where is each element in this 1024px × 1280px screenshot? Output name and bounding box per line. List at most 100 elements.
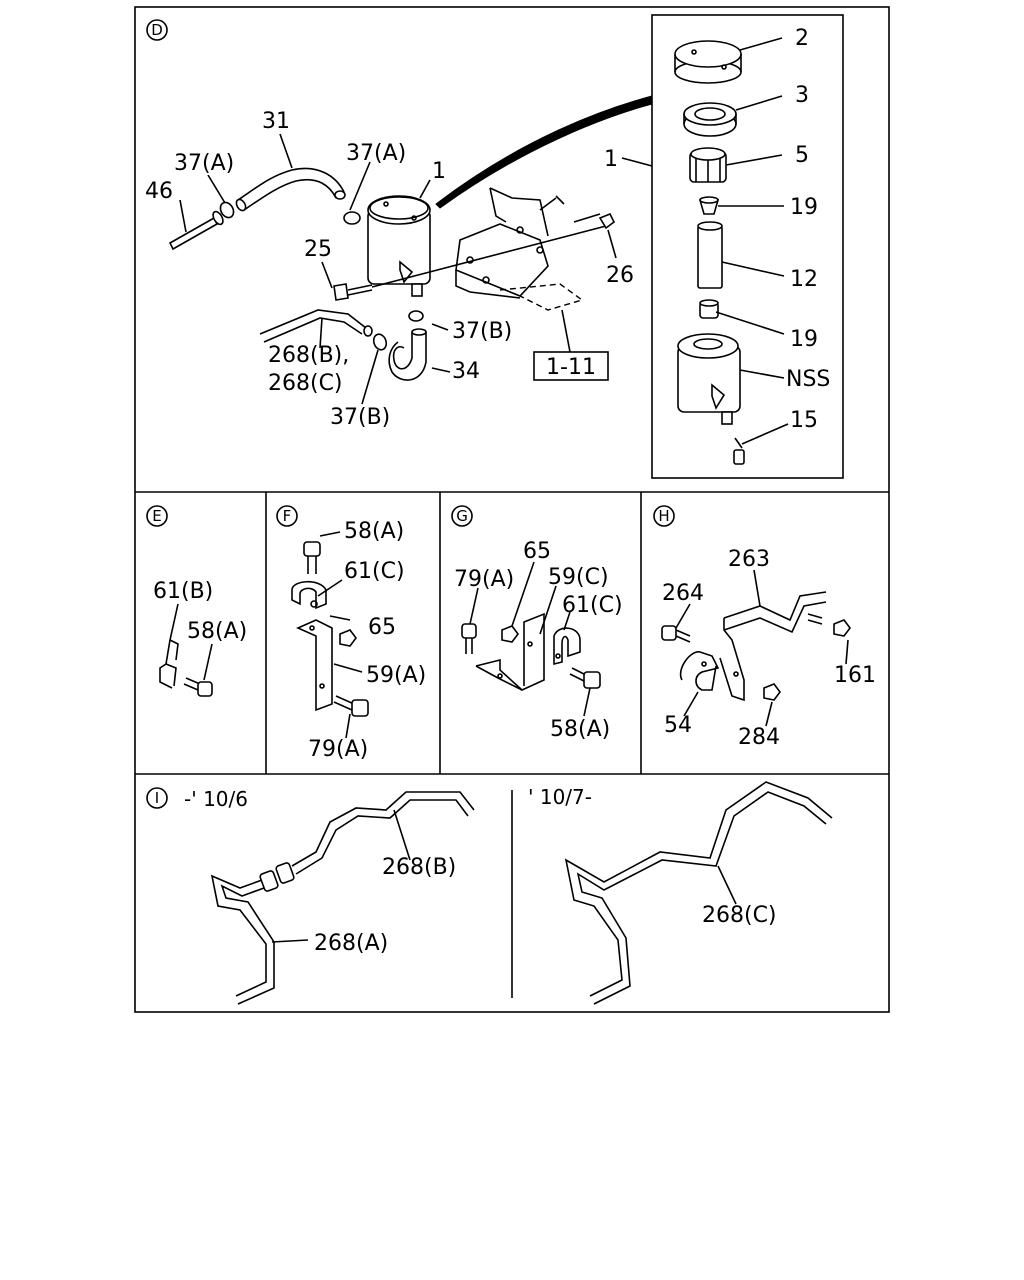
label-37a-right: 37(A) [346,141,406,166]
section-h: H 263 264 161 54 2 [653,505,876,750]
label-i-268b: 268(B) [382,855,456,880]
clip-37a-left [219,201,235,219]
label-h-54: 54 [664,713,692,738]
reference-box-text: 1-11 [546,355,596,380]
label-h-284: 284 [738,725,780,750]
bolt-79a-f-part [333,695,369,717]
label-i-268a: 268(A) [314,931,388,956]
label-37a-left: 37(A) [174,151,234,176]
clip-61c-f-part [291,580,327,610]
label-h-263: 263 [728,547,770,572]
nut-65-g-part [501,625,519,643]
section-marker-d: D [146,19,168,41]
label-h-264: 264 [662,581,704,606]
label-e-58a: 58(A) [187,619,247,644]
cap-part [674,37,783,84]
label-37b-bottom: 37(B) [330,405,390,430]
section-marker-e-text: E [152,507,161,525]
nut-65-f-part [339,629,357,647]
bolt-58a-g-part [569,667,601,689]
label-46: 46 [145,179,173,204]
label-15: 15 [790,408,818,433]
label-f-61c: 61(C) [344,559,405,584]
label-34: 34 [452,359,480,384]
bolt-h-right-part [807,613,823,625]
label-g-58a: 58(A) [550,717,610,742]
label-31: 31 [262,109,290,134]
section-g: G 65 79(A) 59(C) 61(C) 58(A) [451,505,623,742]
nut-284-part [763,683,781,701]
section-marker-d-text: D [151,21,163,39]
bracket-263-part [719,591,827,702]
clip-61c-g-part [553,627,581,666]
label-g-65: 65 [523,539,551,564]
bracket-59c-part [475,612,545,691]
label-f-79a: 79(A) [308,737,368,762]
label-19-lower: 19 [790,327,818,352]
clip-54-part [679,651,720,691]
section-marker-h-text: H [658,507,669,525]
label-g-79a: 79(A) [454,567,514,592]
pipe-coupling-part [259,862,295,892]
small-hose-part [733,423,789,465]
label-268bc-line2: 268(C) [268,371,343,396]
label-25: 25 [304,237,332,262]
pipe-268c-part [564,781,833,1005]
bolt-46-part [168,210,224,251]
packing-part [683,95,783,137]
label-g-59c: 59(C) [548,565,609,590]
strainer-part [689,147,783,183]
label-h-161: 161 [834,663,876,688]
clip-37b-right [408,310,424,322]
label-1: 1 [432,159,446,184]
bolt-25-part [333,225,607,301]
bolt-58a-e-part [183,677,213,697]
bushing-lower-part [699,299,785,335]
label-1-inset: 1 [604,147,618,172]
label-e-61b: 61(B) [153,579,213,604]
reservoir-assembly: 1-11 31 37(A) 37(A) 1 46 25 26 37(B) 268… [145,109,634,430]
pipe-part [697,221,785,289]
reservoir-part [367,195,431,297]
label-19-upper: 19 [790,195,818,220]
label-i-268c: 268(C) [702,903,777,928]
diagram-frames [134,6,890,1013]
section-marker-f-text: F [283,507,292,525]
label-g-61c: 61(C) [562,593,623,618]
pipe-268b-part [291,791,475,875]
label-nss: NSS [786,367,830,392]
hose-31-part [235,167,346,212]
bracket-part [455,187,601,311]
section-d: D [145,14,844,479]
label-37b-right: 37(B) [452,319,512,344]
nut-26-part [598,212,616,230]
label-5: 5 [795,143,809,168]
section-i: I -' 10/6 ' 10/7- 268(B) 268(A) 268(C) [146,781,833,1005]
clip-61b-part [159,639,179,689]
hose-34-part [388,328,427,381]
label-3: 3 [795,83,809,108]
section-marker-g-text: G [456,507,468,525]
label-268bc-line1: 268(B), [268,343,349,368]
bolt-264-part [661,625,691,643]
label-f-65: 65 [368,615,396,640]
clip-37a-right [343,211,361,225]
reservoir-exploded-inset: 2 3 5 19 12 19 NSS 15 1 [435,14,844,479]
bolt-79a-g-part [461,623,477,654]
bushing-upper-part [698,196,784,215]
date-range-after: ' 10/7- [528,785,592,809]
label-f-59a: 59(A) [366,663,426,688]
label-2: 2 [795,26,809,51]
label-12: 12 [790,267,818,292]
pipe-268bc-part [259,309,373,343]
bracket-59a-part [296,619,333,712]
section-marker-i-text: I [155,789,159,807]
reference-box [533,351,609,381]
nut-161-part [833,619,851,637]
bolt-58a-f-part [303,541,321,574]
reservoir-body-part [677,333,785,425]
section-f: F 58(A) 61(C) 65 59(A) 79(A) [276,505,426,762]
label-f-58a: 58(A) [344,519,404,544]
date-range-before: -' 10/6 [184,787,248,811]
